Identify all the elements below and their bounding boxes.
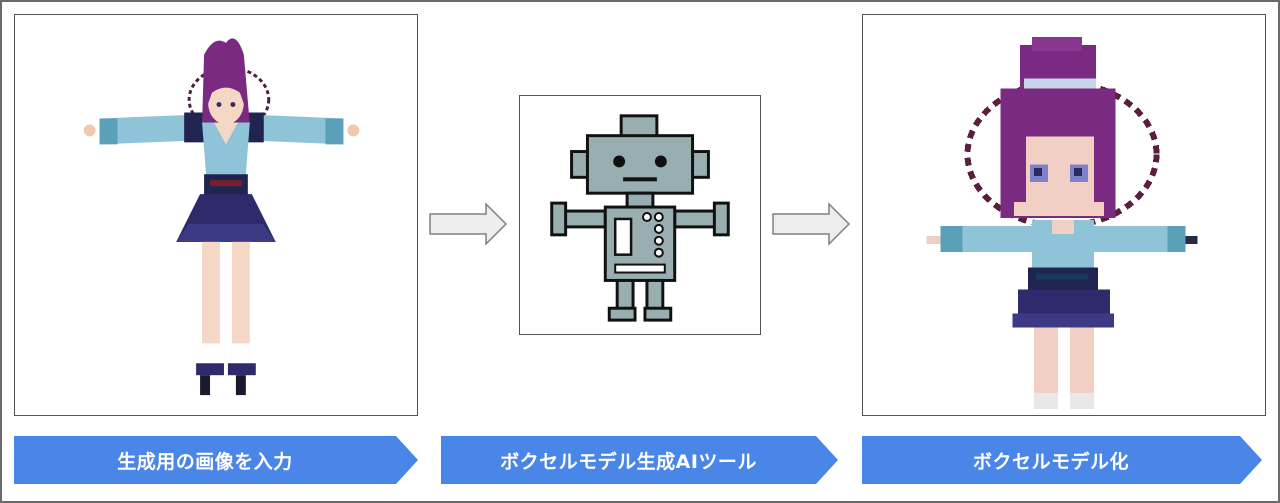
voxel-output-panel bbox=[862, 14, 1266, 416]
voxel-girl-image bbox=[926, 36, 1198, 410]
robot-icon bbox=[550, 114, 730, 322]
step-label-input: 生成用の画像を入力 bbox=[14, 436, 418, 484]
step-label-ai-tool: ボクセルモデル生成AIツール bbox=[441, 436, 838, 484]
anime-girl-image bbox=[83, 38, 360, 396]
process-arrow-1 bbox=[429, 202, 508, 246]
step-label-voxel-model: ボクセルモデル化 bbox=[862, 436, 1262, 484]
ai-tool-panel bbox=[519, 95, 761, 335]
process-arrow-2 bbox=[772, 202, 851, 246]
input-image-panel bbox=[14, 14, 418, 416]
